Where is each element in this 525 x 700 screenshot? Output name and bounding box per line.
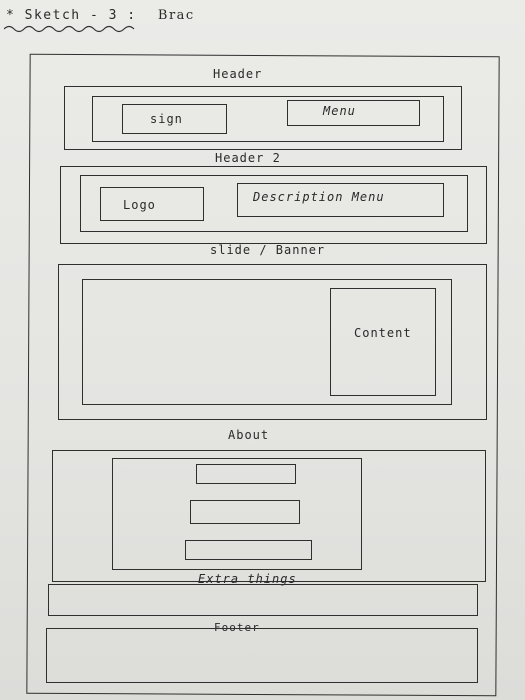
project-name: Brac (157, 8, 195, 23)
banner-outer-box (58, 264, 487, 420)
footer-box (46, 628, 478, 683)
footer-label: Footer (214, 621, 260, 634)
header-label: Header (213, 67, 263, 81)
about-line-1 (196, 464, 296, 484)
about-outer-box (52, 450, 486, 582)
banner-inner-box (82, 279, 452, 405)
logo-label: Logo (123, 198, 156, 212)
sketch-title: * Sketch - 3 : Brac (6, 8, 195, 23)
star-mark: * (6, 8, 16, 23)
sign-label: sign (150, 112, 183, 126)
logo-box (100, 187, 204, 221)
content-label: Content (354, 326, 412, 340)
wavy-underline (4, 25, 135, 33)
about-line-3 (185, 540, 312, 560)
header2-outer-box (60, 166, 487, 244)
about-label: About (228, 428, 270, 442)
header-inner-box (92, 96, 444, 142)
sketch-number: Sketch - 3 : (24, 8, 137, 23)
about-inner-box (112, 458, 362, 570)
content-box (330, 288, 436, 396)
extra-box (48, 584, 478, 616)
header2-label: Header 2 (215, 151, 281, 165)
about-line-2 (190, 500, 300, 524)
description-menu-label: Description Menu (253, 190, 385, 204)
header-outer-box (64, 86, 462, 150)
menu-box (287, 100, 420, 126)
header2-inner-box (80, 175, 468, 232)
extra-label: Extra things (198, 572, 297, 586)
banner-label: slide / Banner (210, 243, 326, 257)
menu-label: Menu (323, 104, 356, 118)
sign-box (122, 104, 227, 134)
description-menu-box (237, 183, 444, 217)
